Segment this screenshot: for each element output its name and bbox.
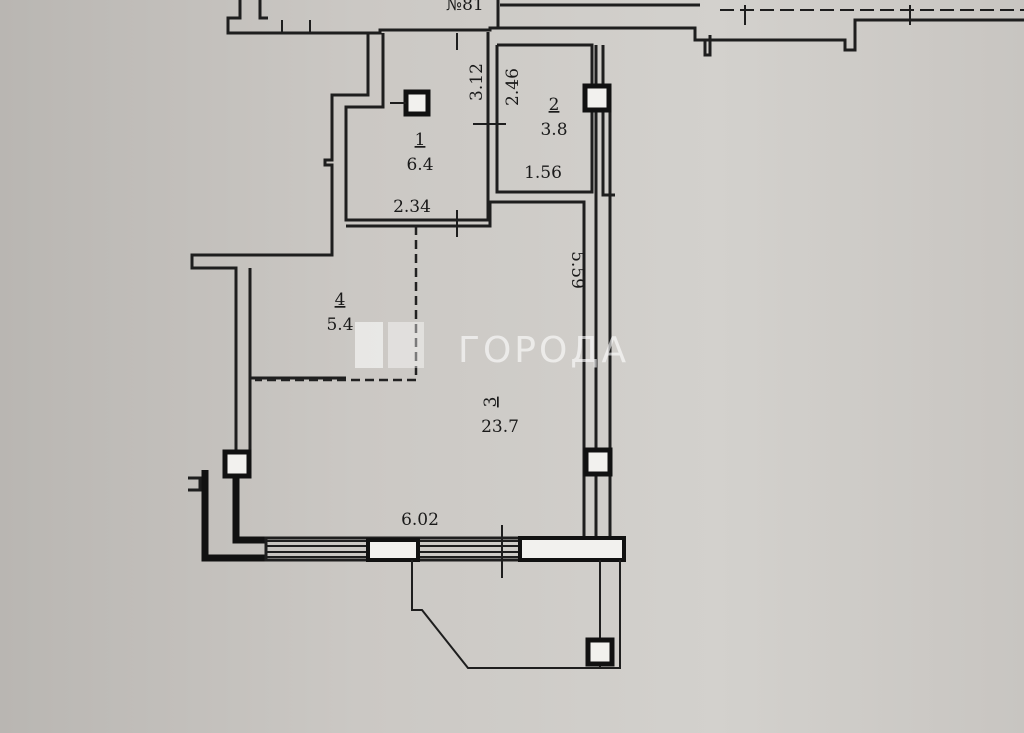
walls bbox=[188, 0, 1024, 669]
dim-room2-width: 1.56 bbox=[524, 163, 562, 183]
watermark-text: ГОРОДА bbox=[458, 330, 629, 371]
room-1-area: 6.4 bbox=[406, 155, 433, 175]
column bbox=[222, 449, 252, 479]
room-4-area: 5.4 bbox=[326, 315, 353, 335]
column bbox=[582, 83, 612, 113]
dim-room2-height: 2.46 bbox=[503, 68, 523, 106]
columns bbox=[222, 83, 615, 667]
dim-room1-height: 3.12 bbox=[467, 63, 487, 101]
room-4-number: 4 bbox=[335, 290, 346, 310]
column bbox=[583, 447, 613, 477]
room-2-number: 2 bbox=[549, 95, 560, 115]
dim-room3-width: 6.02 bbox=[401, 510, 439, 530]
room-3-area: 23.7 bbox=[481, 417, 519, 437]
watermark: ГОРОДА bbox=[355, 322, 629, 371]
column bbox=[403, 89, 431, 117]
dim-room1-width: 2.34 bbox=[393, 197, 431, 217]
section-number-label: №81 bbox=[446, 0, 484, 15]
dim-room3-height: 5.59 bbox=[567, 251, 587, 289]
room-1-number: 1 bbox=[415, 130, 426, 150]
column bbox=[585, 637, 615, 667]
room-2-area: 3.8 bbox=[540, 120, 567, 140]
room-3-number: 3 bbox=[481, 397, 501, 408]
watermark-logo-icon bbox=[355, 322, 383, 368]
